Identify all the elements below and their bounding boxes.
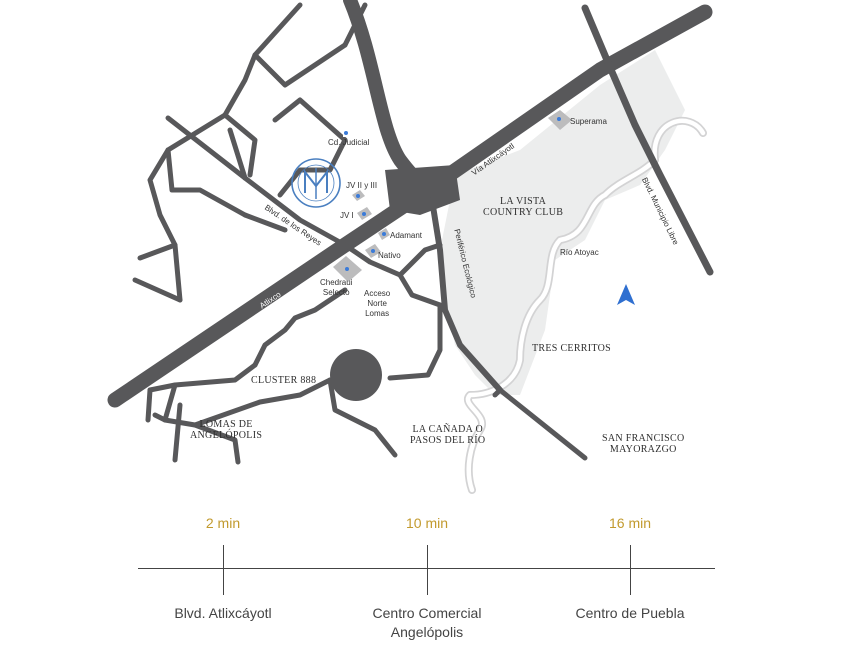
timeline-tick-2	[427, 545, 428, 595]
road-periferico	[429, 197, 503, 393]
road-west-11	[242, 212, 288, 233]
pin-cd-judicial	[344, 131, 348, 135]
timeline-time-3: 16 min	[608, 515, 652, 531]
timeline-tick-1	[223, 545, 224, 595]
road-west-5	[132, 277, 183, 303]
road-south-6	[145, 387, 153, 423]
road-west-6	[137, 242, 178, 261]
label-acceso: Acceso Norte Lomas	[364, 289, 391, 318]
label-superama: Superama	[570, 117, 607, 126]
timeline-tick-3	[630, 545, 631, 595]
zone-lomas: LOMAS DE ANGELÓPOLIS	[190, 419, 263, 441]
road-south-4	[252, 287, 348, 368]
north-arrow-icon	[617, 284, 635, 305]
zone-la-vista: LA VISTA COUNTRY CLUB	[483, 196, 564, 218]
road-west-9	[342, 2, 368, 48]
map-canvas	[107, 0, 714, 494]
timeline-line	[138, 568, 715, 569]
road-west-4	[147, 112, 228, 303]
road-west-2	[252, 42, 348, 88]
circular-seal-logo-icon	[291, 158, 341, 208]
label-jv-i: JV I	[340, 211, 354, 220]
road-municipio-libre	[581, 4, 714, 276]
pin-superama	[557, 117, 561, 121]
river-atoyac-inner	[465, 118, 706, 493]
road-west-7	[165, 147, 248, 218]
zone-la-canada: LA CAÑADA O PASOS DEL RÍO	[410, 424, 486, 446]
road-south-9	[172, 402, 183, 463]
road-west-3	[272, 97, 348, 143]
timeline-time-2: 10 min	[405, 515, 449, 531]
label-adamant: Adamant	[390, 231, 423, 240]
road-west-10	[277, 137, 348, 198]
pin-chedraui	[345, 267, 349, 271]
road-south-5	[147, 362, 258, 393]
road-blvd-reyes	[165, 115, 348, 248]
label-jv-ii-iii: JV II y III	[346, 181, 378, 190]
timeline-time-1: 2 min	[205, 515, 241, 531]
pin-jv-ii	[356, 194, 360, 198]
label-cd-judicial: Cd. Judicial	[328, 138, 370, 147]
label-chedraui: Chedraui Selecto	[320, 278, 353, 297]
road-south-10	[192, 377, 333, 428]
timeline-destination-1: Blvd. Atlixcáyotl	[174, 605, 272, 621]
label-rio-atoyac: Río Atoyac	[560, 248, 599, 257]
label-nativo: Nativo	[378, 251, 401, 260]
pin-jv-i	[362, 212, 366, 216]
road-canada-b	[492, 387, 503, 398]
road-south-3	[387, 302, 443, 381]
road-west-1	[222, 2, 303, 178]
road-south-2	[397, 242, 443, 278]
road-west-8	[227, 127, 248, 181]
interchange	[385, 165, 460, 215]
road-south-11	[327, 377, 398, 458]
roundabout	[330, 349, 382, 401]
zone-tres-cerritos: TRES CERRITOS	[532, 343, 612, 354]
zone-cluster-888: CLUSTER 888	[251, 375, 317, 386]
road-canada	[497, 387, 588, 461]
timeline-destination-2: Centro Comercial Angelópolis	[372, 605, 482, 640]
zone-san-francisco: SAN FRANCISCO MAYORAZGO	[602, 433, 685, 455]
pin-nativo	[371, 249, 375, 253]
highway-north	[343, 0, 452, 202]
timeline-destination-3: Centro de Puebla	[575, 605, 685, 621]
pin-adamant	[382, 232, 386, 236]
la-vista-zone	[442, 50, 685, 395]
